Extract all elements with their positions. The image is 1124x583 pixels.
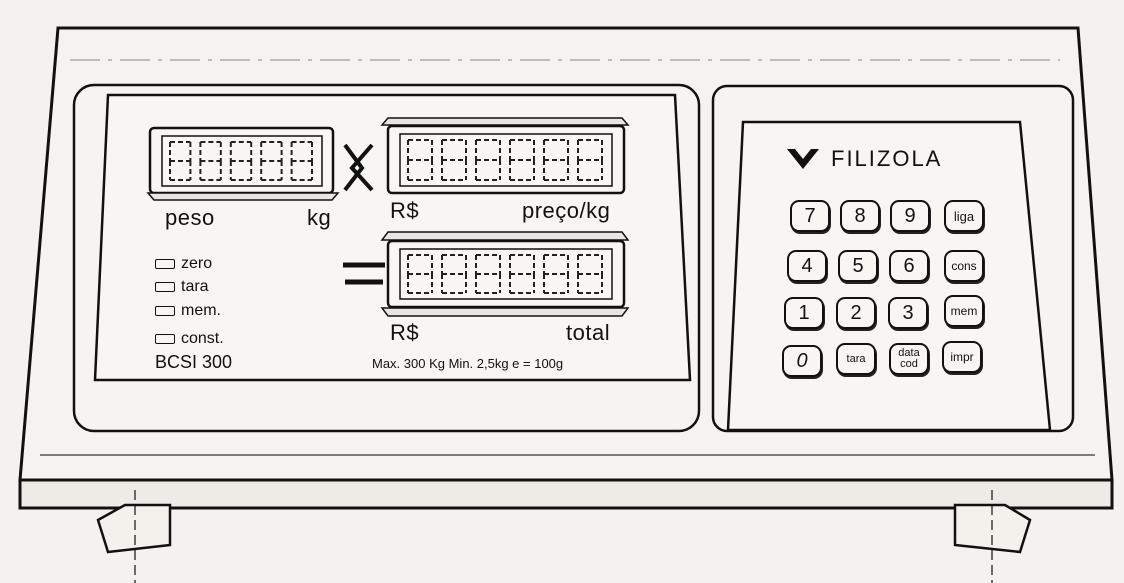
- weight-display: [146, 126, 340, 201]
- key-1[interactable]: 1: [784, 297, 824, 329]
- key-3[interactable]: 3: [888, 297, 928, 329]
- key-impr[interactable]: impr: [942, 341, 982, 373]
- indicator-label: tara: [181, 278, 209, 295]
- key-4[interactable]: 4: [787, 250, 827, 282]
- key-7[interactable]: 7: [790, 200, 830, 232]
- price-display: [380, 117, 630, 195]
- total-currency: R$: [390, 320, 420, 345]
- spec-label: Max. 300 Kg Min. 2,5kg e = 100g: [372, 356, 564, 371]
- weight-label: peso: [165, 205, 215, 230]
- brand-name: FILIZOLA: [831, 146, 943, 171]
- filizola-logo-icon: [787, 149, 819, 169]
- left-foot: [96, 503, 172, 554]
- indicator-mem: mem.: [155, 302, 221, 320]
- multiply-sign: [343, 143, 374, 192]
- total-display: [380, 231, 630, 317]
- key-tara[interactable]: tara: [836, 343, 876, 375]
- indicator-zero: zero: [155, 255, 212, 273]
- key-2[interactable]: 2: [836, 297, 876, 329]
- key-8[interactable]: 8: [840, 200, 880, 232]
- key-9[interactable]: 9: [890, 200, 930, 232]
- key-cons[interactable]: cons: [944, 250, 984, 282]
- model-label: BCSI 300: [155, 352, 233, 372]
- scale-base: [18, 478, 1114, 510]
- key-5[interactable]: 5: [838, 250, 878, 282]
- price-currency: R$: [390, 198, 420, 223]
- indicator-label: const.: [181, 330, 224, 347]
- key-6[interactable]: 6: [889, 250, 929, 282]
- weight-unit: kg: [307, 205, 332, 230]
- indicator-lamp: [155, 282, 175, 292]
- key-0[interactable]: 0: [782, 345, 822, 377]
- indicator-label: zero: [181, 255, 213, 272]
- key-liga[interactable]: liga: [944, 200, 984, 232]
- indicator-label: mem.: [181, 302, 221, 319]
- price-unit: preço/kg: [522, 198, 611, 223]
- key-data-cod[interactable]: data cod: [889, 343, 929, 375]
- indicator-lamp: [155, 259, 175, 269]
- indicator-tara: tara: [155, 278, 209, 296]
- indicator-lamp: [155, 306, 175, 316]
- indicator-const: const.: [155, 330, 224, 348]
- total-label: total: [566, 320, 611, 345]
- brand: FILIZOLA: [785, 146, 942, 172]
- equals-sign: [343, 262, 385, 285]
- key-mem[interactable]: mem: [944, 295, 984, 327]
- indicator-lamp: [155, 334, 175, 344]
